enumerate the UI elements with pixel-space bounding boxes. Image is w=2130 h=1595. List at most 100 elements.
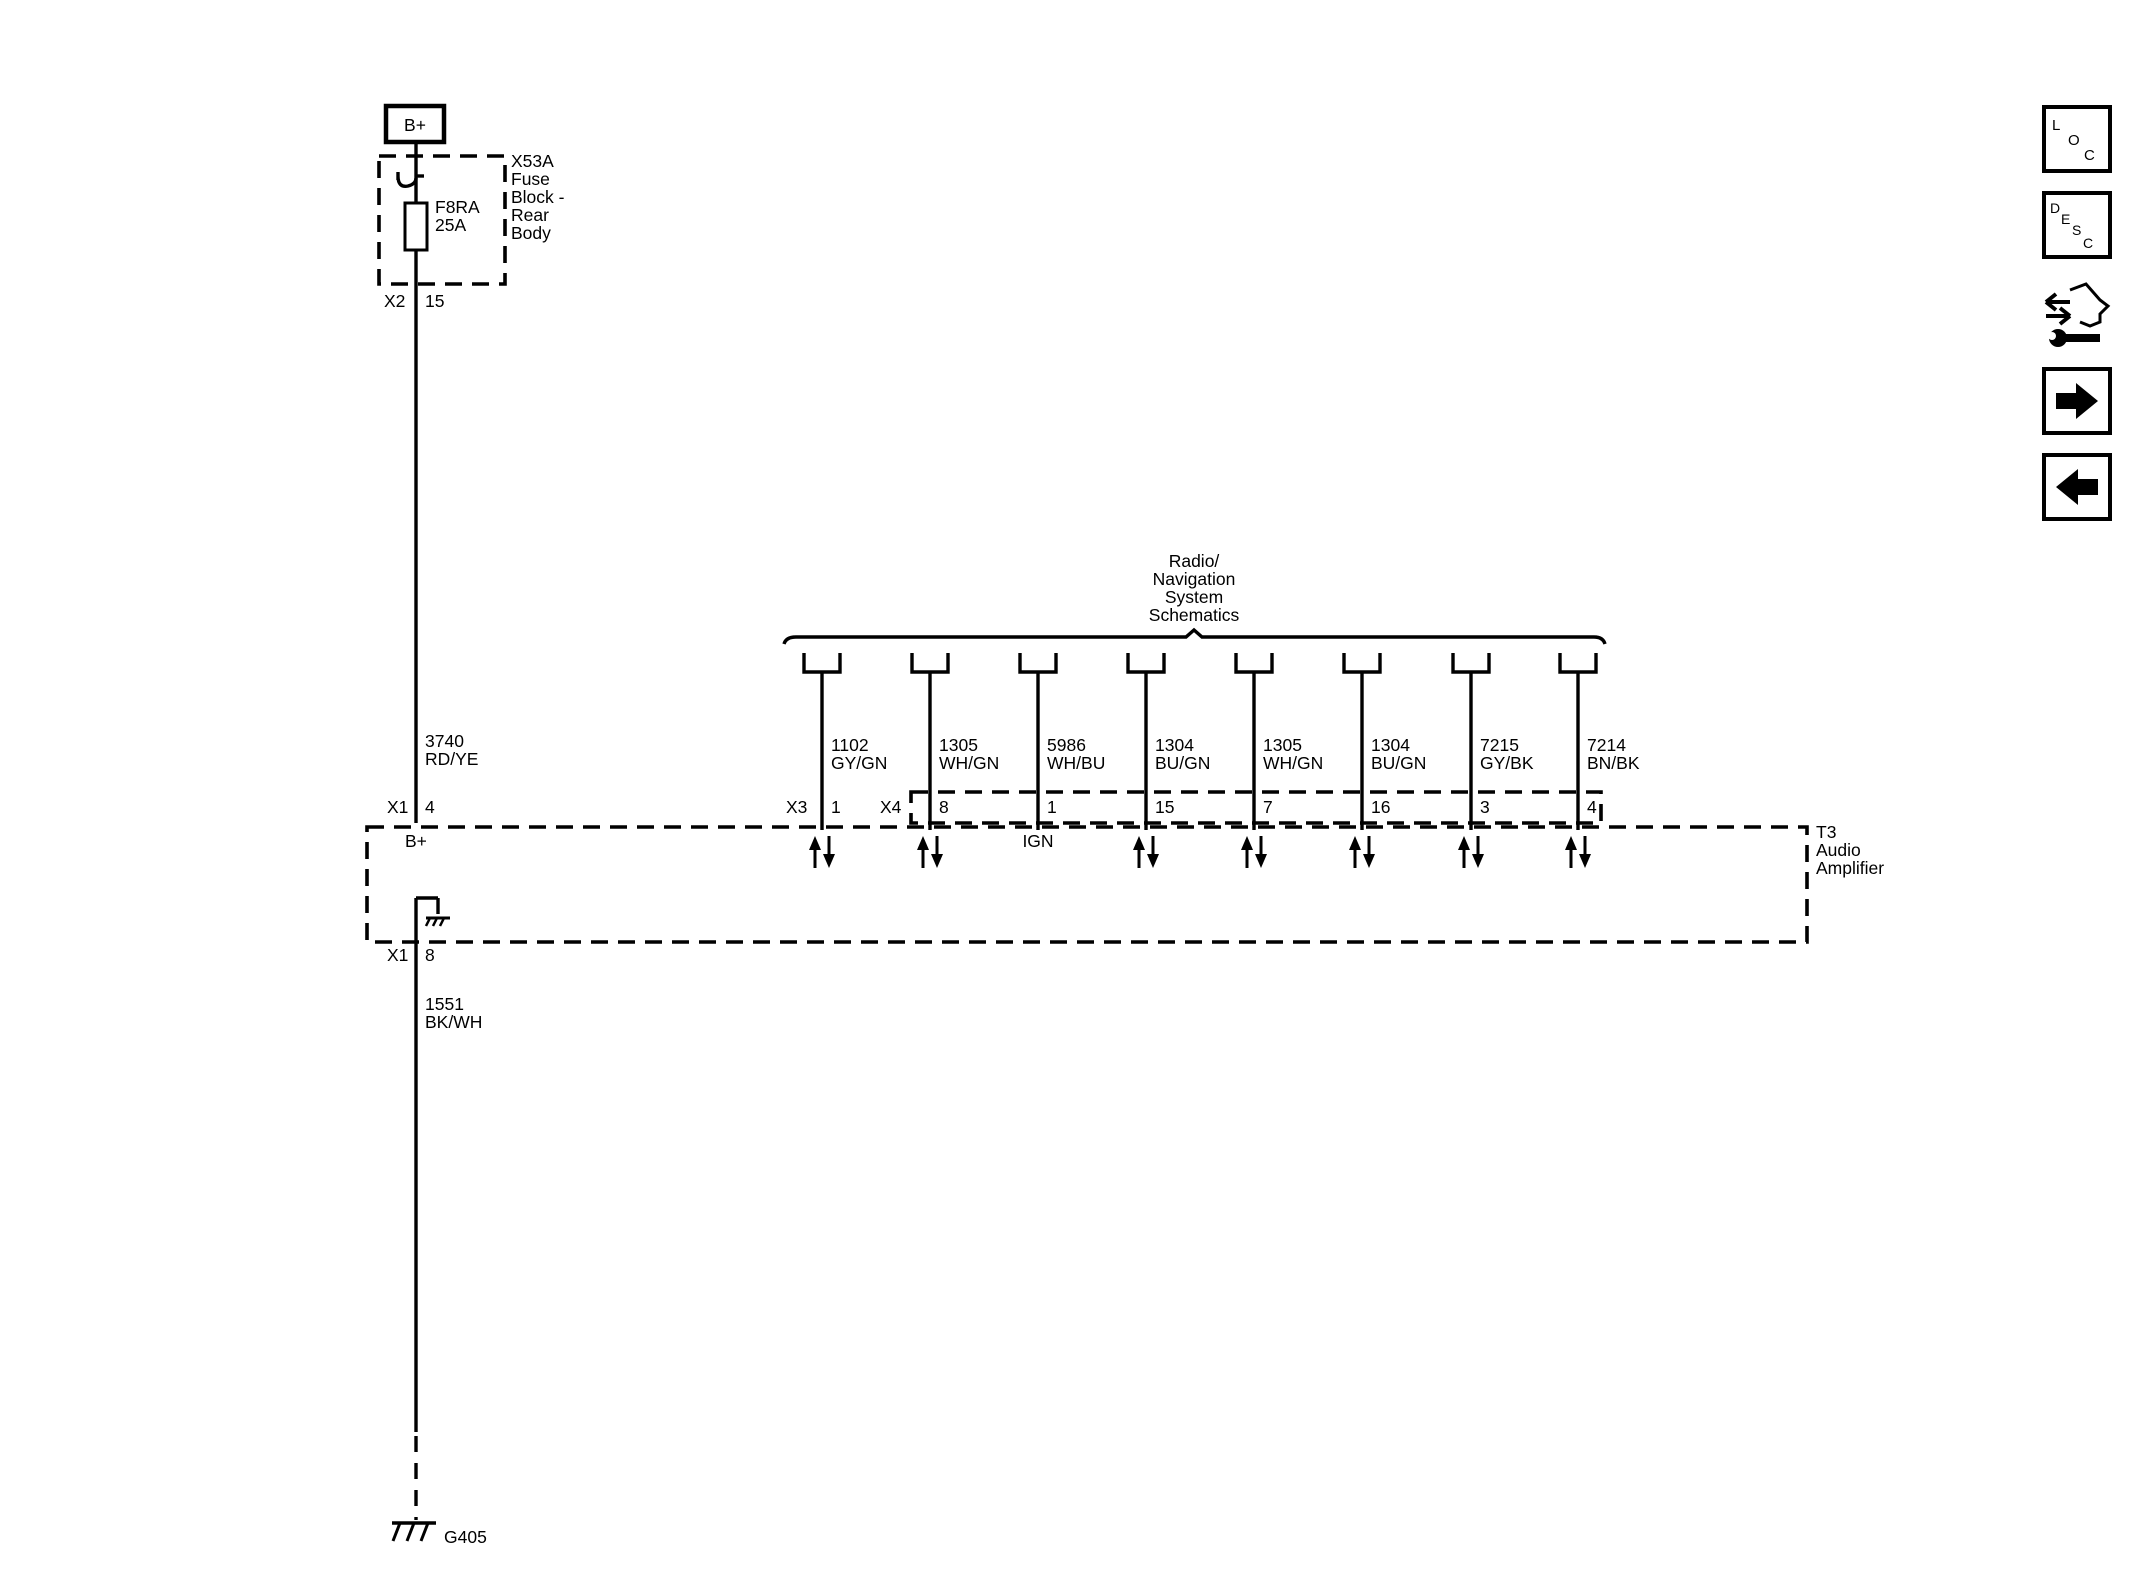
power-source: B+: [383, 103, 447, 145]
amp-power-connector: X1: [387, 797, 408, 817]
fuse-clip-icon: [396, 172, 418, 188]
next-page-button[interactable]: [2042, 367, 2112, 435]
wire-circuit: 1102: [831, 735, 869, 755]
wire-pin: 7: [1263, 797, 1273, 817]
radio-label-1: Radio/: [1169, 551, 1220, 571]
connector-terminal: [1234, 653, 1274, 674]
fuse-block-name-4: Rear: [511, 205, 549, 225]
connector-terminal: [910, 653, 950, 674]
connector-terminal: [802, 653, 842, 674]
bidirectional-arrow-icon: [1241, 836, 1267, 868]
wire-circuit: 1304: [1371, 735, 1410, 755]
fuse-rating: 25A: [435, 215, 466, 235]
wire-color: BU/GN: [1155, 753, 1210, 773]
connector-terminal: [1018, 653, 1058, 674]
radio-group-brace: [782, 627, 1607, 645]
wire-color: WH/GN: [939, 753, 999, 773]
fuse-block-name-1: X53A: [511, 151, 554, 171]
connector-terminal: [1126, 653, 1166, 674]
connector-terminal: [1342, 653, 1382, 674]
service-button[interactable]: [2044, 282, 2111, 347]
fuse-block-name-2: Fuse: [511, 169, 550, 189]
wire-circuit: 5986: [1047, 735, 1086, 755]
wire-color: WH/BU: [1047, 753, 1105, 773]
arrow-left-icon: [2056, 469, 2098, 505]
ground-id: G405: [444, 1527, 487, 1547]
wire-color: GY/BK: [1480, 753, 1534, 773]
wire-function: IGN: [1022, 831, 1053, 851]
svg-text:S: S: [2072, 222, 2081, 238]
power-wire: 3740 RD/YE X1 4 B+: [387, 284, 478, 851]
loc-button[interactable]: L O C: [2042, 105, 2112, 173]
bidirectional-arrow-icon: [1349, 836, 1375, 868]
wire-pin: 1: [1047, 797, 1057, 817]
connector-terminal: [1558, 653, 1598, 674]
audio-amplifier: T3 Audio Amplifier X3 X4: [365, 790, 1884, 944]
amp-power-function: B+: [405, 831, 427, 851]
x4-connector-label: X4: [880, 797, 902, 817]
bidirectional-arrow-icon: [1565, 836, 1591, 868]
fuse-icon: [403, 201, 429, 252]
fuse-block-pin: 15: [425, 291, 444, 311]
amplifier-label-3: Amplifier: [1816, 858, 1884, 878]
fuse-block: F8RA 25A X53A Fuse Block - Rear Body X2 …: [377, 142, 565, 311]
amp-ground-connector: X1: [387, 945, 408, 965]
desc-icon: D: [2050, 200, 2060, 216]
internal-ground-icon: [416, 896, 450, 927]
fuse-block-name-3: Block -: [511, 187, 565, 207]
svg-text:E: E: [2061, 211, 2070, 227]
radio-label-3: System: [1165, 587, 1223, 607]
bidirectional-arrow-icon: [917, 836, 943, 868]
fuse-block-outline: [377, 154, 507, 286]
x4-connector-outline: [909, 790, 1603, 825]
connector-terminal: [1451, 653, 1491, 674]
chassis-ground-icon: [391, 1521, 436, 1542]
power-wire-circuit: 3740: [425, 731, 464, 751]
radio-label-2: Navigation: [1153, 569, 1236, 589]
radio-navigation-reference: Radio/ Navigation System Schematics: [782, 551, 1607, 645]
radio-label-4: Schematics: [1149, 605, 1240, 625]
prev-page-button[interactable]: [2042, 453, 2112, 521]
amp-ground-pin: 8: [425, 945, 435, 965]
amp-power-pin: 4: [425, 797, 435, 817]
connector-wrench-icon: [2044, 282, 2111, 347]
amplifier-outline: [365, 825, 1809, 944]
bidirectional-arrow-icon: [809, 836, 835, 868]
x3-connector-label: X3: [786, 797, 807, 817]
loc-icon: L: [2052, 117, 2060, 134]
ground-wire: X1 8 1551 BK/WH G405: [387, 898, 487, 1547]
signal-wires: 1102GY/GN11305WH/GN85986WH/BU1IGN1304BU/…: [802, 653, 1640, 868]
wire-color: BN/BK: [1587, 753, 1640, 773]
wire-pin: 1: [831, 797, 841, 817]
wire-pin: 16: [1371, 797, 1390, 817]
wire-color: GY/GN: [831, 753, 887, 773]
amplifier-label-1: T3: [1816, 822, 1836, 842]
svg-text:C: C: [2083, 235, 2093, 251]
power-wire-color: RD/YE: [425, 749, 478, 769]
bidirectional-arrow-icon: [1133, 836, 1159, 868]
power-source-label: B+: [404, 115, 426, 135]
desc-button[interactable]: D E S C: [2042, 191, 2112, 259]
fuse-block-name-5: Body: [511, 223, 551, 243]
wire-pin: 4: [1587, 797, 1597, 817]
ground-wire-color: BK/WH: [425, 1012, 482, 1032]
wire-color: BU/GN: [1371, 753, 1426, 773]
fuse-id: F8RA: [435, 197, 480, 217]
wire-circuit: 1304: [1155, 735, 1194, 755]
svg-text:O: O: [2068, 132, 2080, 149]
wire-circuit: 1305: [1263, 735, 1302, 755]
wire-circuit: 7215: [1480, 735, 1519, 755]
wire-circuit: 7214: [1587, 735, 1626, 755]
wire-pin: 3: [1480, 797, 1490, 817]
ground-wire-circuit: 1551: [425, 994, 464, 1014]
wire-color: WH/GN: [1263, 753, 1323, 773]
wire-pin: 15: [1155, 797, 1174, 817]
wire-circuit: 1305: [939, 735, 978, 755]
